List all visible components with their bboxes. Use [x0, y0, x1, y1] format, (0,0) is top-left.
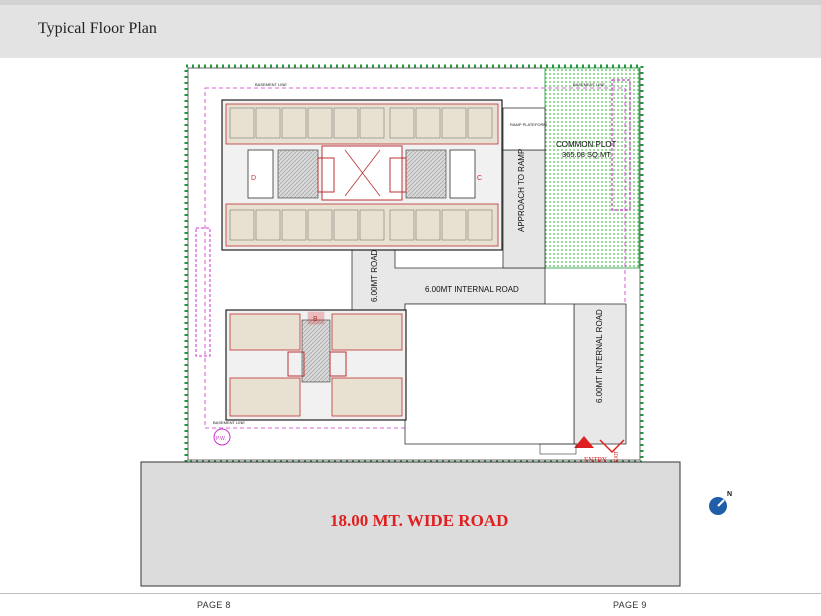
- ramp-platform-label: RAMP PLATEFORM: [510, 122, 547, 127]
- exit-label: EXIT: [614, 451, 620, 462]
- road-vertical-left-label: 6.00MT ROAD: [370, 249, 379, 302]
- pw-marker: [213, 428, 231, 446]
- wing-label-b: B: [313, 316, 318, 323]
- footer-divider: [0, 593, 821, 594]
- entry-arrow-icon: [574, 436, 594, 448]
- entry-label: ENTRY: [584, 456, 607, 464]
- building-upper: [221, 99, 503, 251]
- compass-north-icon: N: [709, 491, 732, 515]
- common-plot-area: 365.08 SQ.MT.: [562, 150, 612, 159]
- main-road: [140, 461, 681, 587]
- wing-label-d: D: [251, 175, 256, 182]
- building-lower: [225, 309, 407, 421]
- road-vertical-right-label: 6.00MT INTERNAL ROAD: [595, 309, 604, 403]
- wing-label-c: C: [477, 175, 482, 182]
- approach-ramp-label: APPROACH TO RAMP: [517, 149, 526, 232]
- basement-line-bottom-label: BASEMENT LINE: [213, 420, 245, 425]
- header-bar: [0, 0, 821, 58]
- road-horizontal-label: 6.00MT INTERNAL ROAD: [425, 285, 519, 294]
- page-title: Typical Floor Plan: [38, 20, 157, 37]
- approach-ramp: [502, 149, 546, 269]
- main-road-label: 18.00 MT. WIDE ROAD: [330, 511, 509, 530]
- page-number-left: PAGE 8: [197, 600, 231, 610]
- common-plot-title: COMMON PLOT: [556, 140, 617, 149]
- basement-line-right-label: BASEMENT LINE: [573, 82, 605, 87]
- basement-line-left-label: BASEMENT LINE: [255, 82, 287, 87]
- page-number-right: PAGE 9: [613, 600, 647, 610]
- svg-text:N: N: [727, 491, 732, 498]
- pw-label: P.W.: [216, 436, 226, 442]
